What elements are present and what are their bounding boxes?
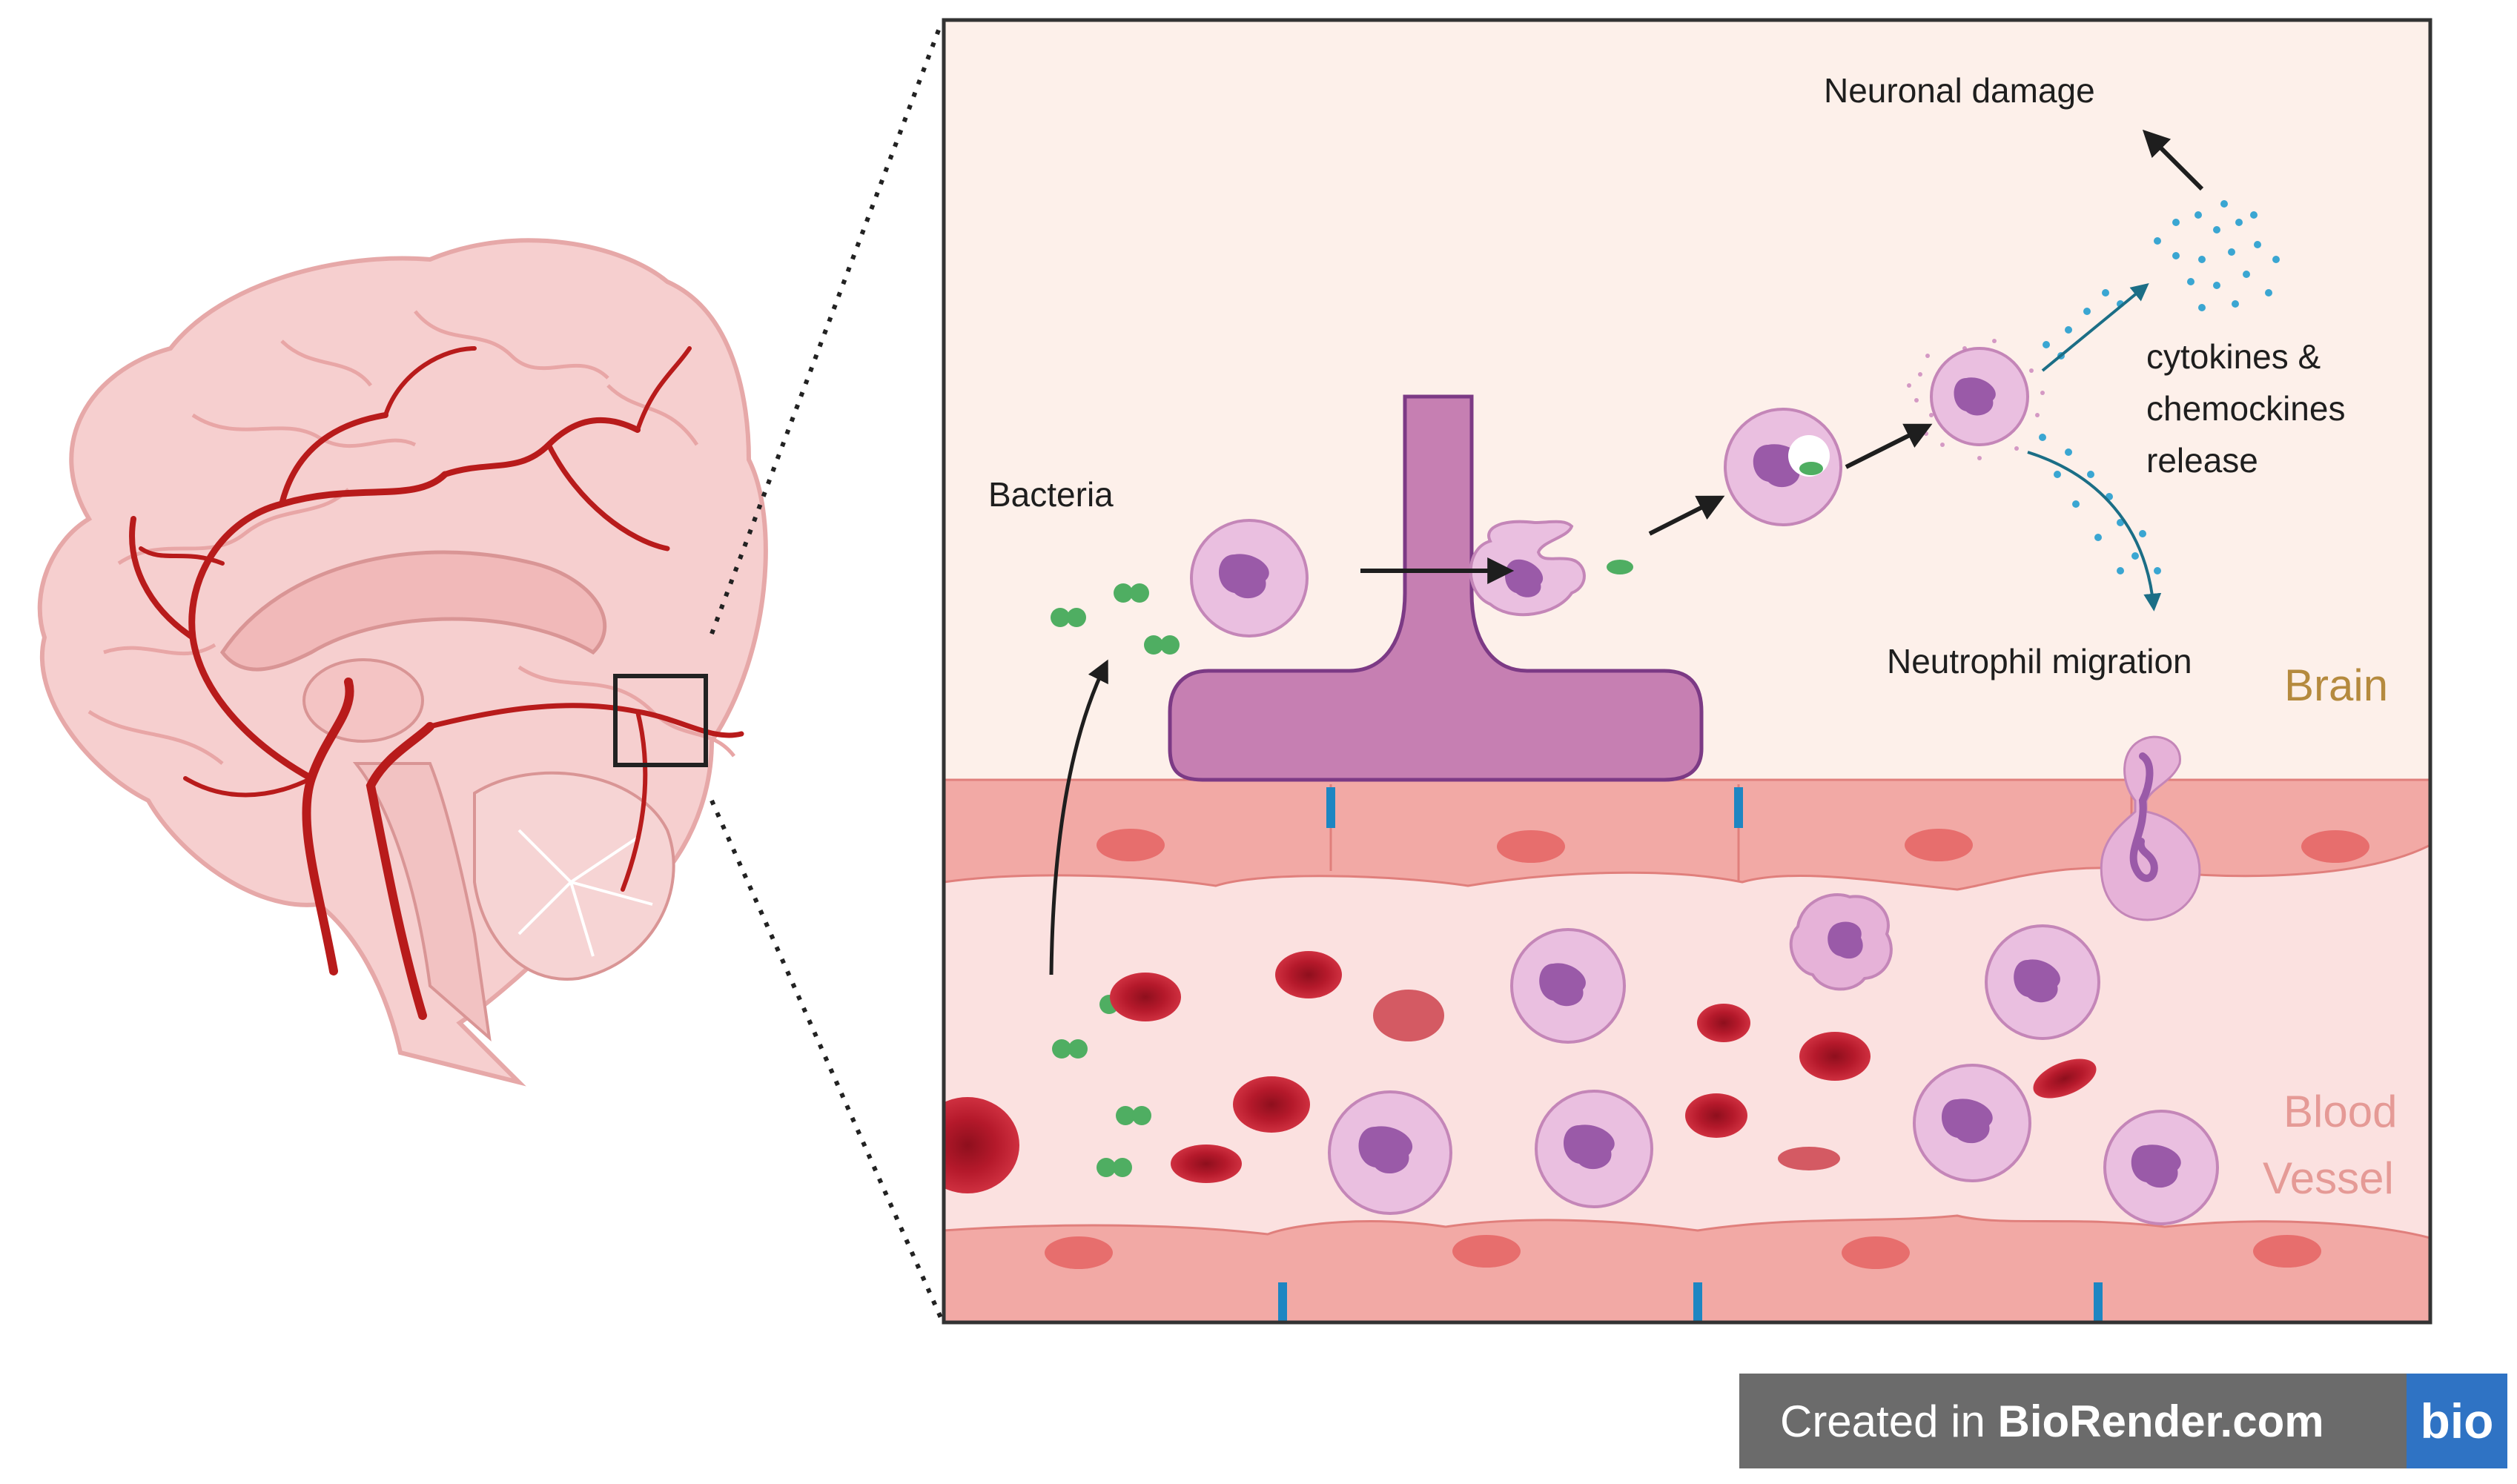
- tight-junction: [1734, 787, 1743, 828]
- bacterium: [1068, 1039, 1088, 1059]
- zoomed-panel-border: [942, 18, 2432, 1325]
- bacterium: [1114, 583, 1133, 603]
- bacterium: [1067, 608, 1086, 627]
- brain-tissue-zone: [944, 20, 2430, 784]
- endothelial-nucleus: [1452, 1235, 1521, 1268]
- biorender-badge[interactable]: Created in BioRender.com bio: [1739, 1374, 2507, 1468]
- red-blood-cell: [1275, 951, 1342, 998]
- bacterium: [1144, 635, 1163, 655]
- bacterium: [1052, 1039, 1071, 1059]
- bacterium: [1160, 635, 1180, 655]
- transmigrating-neutrophil: [2100, 735, 2201, 921]
- brain-zone-label: Brain: [2284, 660, 2388, 710]
- badge-prefix: Created in: [1780, 1396, 1998, 1446]
- tight-junction: [1693, 1282, 1702, 1322]
- tight-junction: [2094, 1282, 2103, 1322]
- blood-vessel-label-line2: Vessel: [2263, 1153, 2394, 1203]
- endothelial-nucleus: [1045, 1236, 1113, 1269]
- bacterium: [1051, 608, 1070, 627]
- red-blood-cell: [1799, 1032, 1871, 1081]
- degranulating-neutrophil: [1930, 347, 2029, 446]
- gyri-folds: [87, 310, 735, 765]
- engulfment-arrow: [1648, 495, 1725, 536]
- lower-endothelium: [944, 1214, 2430, 1322]
- neutrophil: [2103, 1110, 2219, 1225]
- red-blood-cell: [1110, 973, 1181, 1021]
- red-blood-cell: [1373, 990, 1444, 1041]
- neutrophil: [1510, 928, 1626, 1044]
- cytokines-label-line1: cytokines &: [2146, 337, 2321, 376]
- neutrophil-migration-label: Neutrophil migration: [1887, 642, 2192, 680]
- activation-arrow: [1845, 423, 1933, 469]
- cytokines-label-line2: chemockines: [2146, 389, 2345, 428]
- zoom-connector-lines: [710, 21, 944, 1321]
- release-arrow: [2041, 282, 2149, 372]
- damage-arrow: [2142, 129, 2204, 191]
- astrocyte-endfoot: [1168, 394, 1704, 782]
- neutrophil: [1985, 924, 2100, 1040]
- neutrophil: [1328, 1090, 1452, 1215]
- cytokines-label-line3: release: [2146, 441, 2258, 480]
- neutrophil: [1190, 519, 1309, 637]
- neutrophil-with-phagosome: [1724, 408, 1842, 526]
- red-blood-cell: [1171, 1145, 1242, 1183]
- neutrophil: [1535, 1090, 1653, 1208]
- bacteria-label: Bacteria: [988, 475, 1114, 514]
- brain-illustration: [37, 238, 768, 1087]
- badge-brand: BioRender.com: [1997, 1396, 2324, 1446]
- biorender-logo-icon: bio: [2407, 1374, 2507, 1468]
- process-arrows: [1049, 129, 2204, 975]
- endothelial-nucleus: [2301, 830, 2369, 863]
- red-blood-cells: [944, 951, 2097, 1193]
- brain-neutrophils: [1190, 347, 2029, 637]
- endothelial-nucleus: [1905, 829, 1973, 861]
- bacterium: [1130, 583, 1149, 603]
- thalamus: [302, 658, 424, 743]
- red-blood-cell: [1778, 1147, 1840, 1170]
- red-blood-cell: [1697, 1004, 1750, 1042]
- bacteria-cluster: [1051, 583, 1180, 655]
- bacterium: [1097, 1158, 1116, 1177]
- endothelial-nucleus: [1097, 829, 1165, 861]
- red-blood-cell: [944, 1097, 1019, 1193]
- red-blood-cell: [1685, 1093, 1747, 1138]
- activated-neutrophil: [1789, 892, 1893, 991]
- zoomed-panel: Neuronal damage cytokines & chemockines …: [944, 20, 2430, 1322]
- phagocytosing-neutrophil: [1469, 520, 1633, 617]
- blood-neutrophils: [1328, 892, 2219, 1225]
- neutrophil: [1913, 1064, 2031, 1182]
- bacterium: [1113, 1158, 1132, 1177]
- zoom-region-box: [613, 674, 708, 767]
- endothelial-nucleus: [2253, 1235, 2321, 1268]
- upper-endothelium: [944, 778, 2430, 891]
- tight-junction: [1278, 1282, 1287, 1322]
- blood-vessel-label-line1: Blood: [2283, 1087, 2397, 1136]
- cerebellum-arbor: [517, 829, 653, 957]
- migration-arrow: [2027, 451, 2162, 612]
- bacteria-entry-arrow: [1049, 659, 1108, 975]
- bacterium: [1132, 1106, 1151, 1125]
- neuronal-damage-label: Neuronal damage: [1824, 71, 2095, 110]
- corpus-callosum: [219, 550, 607, 672]
- brainstem: [352, 762, 492, 1042]
- endothelial-nucleus: [1497, 830, 1565, 863]
- badge-text: Created in BioRender.com: [1739, 1396, 2324, 1447]
- cerebral-arteries: [129, 346, 744, 1020]
- bacterium: [1116, 1106, 1135, 1125]
- red-blood-cell: [1233, 1076, 1310, 1133]
- endothelial-nucleus: [1842, 1236, 1910, 1269]
- red-blood-cell: [2033, 1059, 2097, 1099]
- granule-burst: [1907, 339, 2045, 460]
- tight-junction: [1326, 787, 1335, 828]
